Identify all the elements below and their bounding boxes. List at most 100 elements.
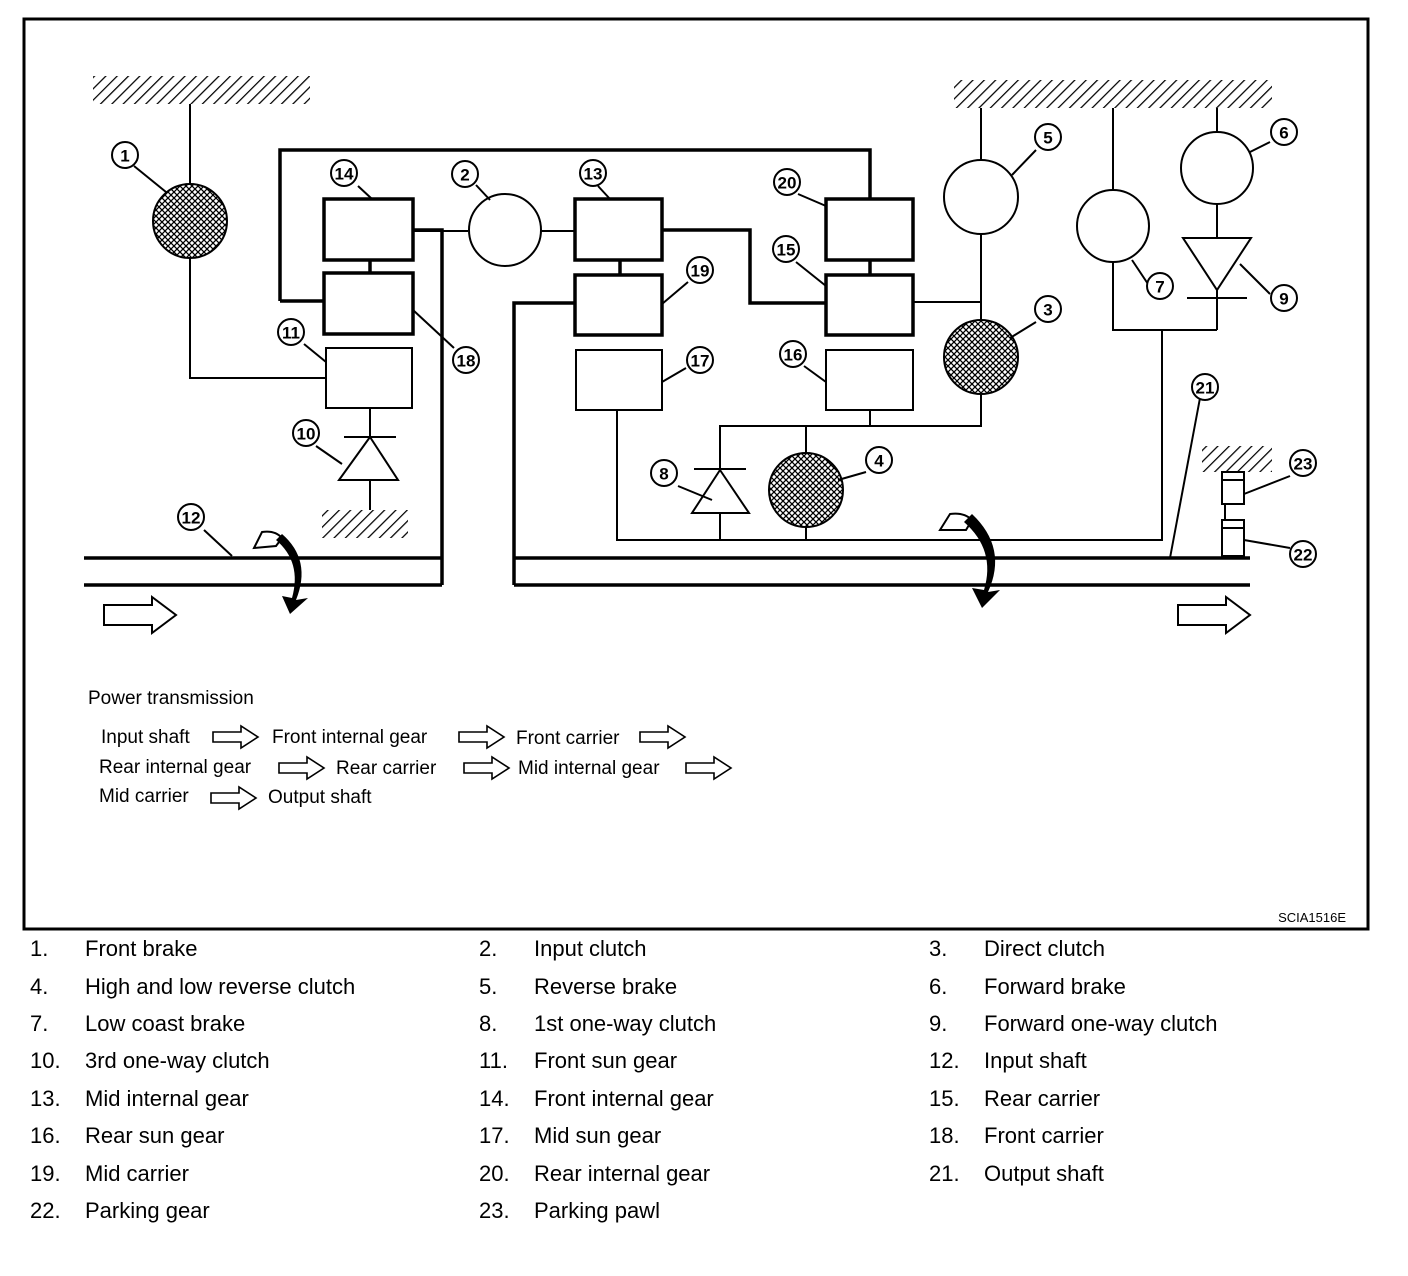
low-coast-brake-circle — [1076, 189, 1150, 263]
legend-label: Reverse brake — [534, 974, 678, 999]
legend-label: 3rd one-way clutch — [85, 1048, 270, 1073]
clutches — [152, 131, 1254, 528]
callout-7: 7 — [1155, 278, 1164, 297]
callout-18: 18 — [457, 352, 476, 371]
high-low-reverse-clutch-circle — [768, 452, 844, 528]
legend-label: Output shaft — [984, 1161, 1104, 1186]
one-way-clutches — [337, 237, 1253, 514]
rear-sun-gear-box — [825, 349, 914, 411]
legend-number: 18. — [929, 1123, 960, 1148]
pt-arrow-icon — [639, 724, 687, 750]
callout-16: 16 — [784, 346, 803, 365]
legend-number: 23. — [479, 1198, 510, 1223]
parking-gear-symbol — [1221, 519, 1245, 557]
legend-number: 2. — [479, 936, 498, 961]
output-flow-arrow — [1177, 595, 1252, 635]
rotation-arrow-output — [938, 512, 1000, 608]
callout-5: 5 — [1043, 129, 1052, 148]
legend-number: 17. — [479, 1123, 510, 1148]
legend-label: High and low reverse clutch — [85, 974, 356, 999]
callout-3: 3 — [1043, 301, 1052, 320]
legend-number: 13. — [30, 1086, 61, 1111]
mid-sun-gear-box — [575, 349, 663, 411]
legend-number: 3. — [929, 936, 948, 961]
legend-label: Forward one-way clutch — [984, 1011, 1218, 1036]
parking-pawl-symbol — [1221, 471, 1245, 505]
legend-label: Forward brake — [984, 974, 1126, 999]
callout-6: 6 — [1279, 124, 1288, 143]
legend-number: 20. — [479, 1161, 510, 1186]
pt-step: Front internal gear — [272, 727, 428, 748]
transmission-schematic: 1 2 3 4 5 6 7 8 9 10 11 12 13 14 15 16 1… — [22, 17, 1370, 931]
pt-arrow-icon — [458, 724, 506, 750]
legend-label: Front carrier — [984, 1123, 1104, 1148]
legend-number: 5. — [479, 974, 498, 999]
legend-label: Mid internal gear — [85, 1086, 249, 1111]
legend-number: 11. — [479, 1048, 508, 1073]
front-sun-gear-box — [325, 347, 413, 409]
pt-step: Mid carrier — [99, 786, 189, 807]
callout-1: 1 — [120, 147, 129, 166]
callout-15: 15 — [777, 241, 796, 260]
legend-number: 12. — [929, 1048, 960, 1073]
thick-connections — [84, 148, 1250, 587]
pt-arrow-icon — [212, 724, 260, 750]
front-carrier-box — [322, 271, 415, 336]
legend-number: 19. — [30, 1161, 61, 1186]
power-transmission-title: Power transmission — [88, 688, 254, 709]
legend-number: 15. — [929, 1086, 960, 1111]
pt-arrow-icon — [278, 755, 326, 781]
legend-number: 10. — [30, 1048, 61, 1073]
gear-boxes — [322, 197, 915, 337]
legend-label: Input shaft — [984, 1048, 1087, 1073]
callout-11: 11 — [282, 324, 300, 343]
callout-2: 2 — [460, 166, 469, 185]
callout-10: 10 — [297, 425, 316, 444]
legend-number: 4. — [30, 974, 49, 999]
pt-arrow-icon — [463, 755, 511, 781]
pt-step: Mid internal gear — [518, 758, 660, 779]
legend-number: 7. — [30, 1011, 49, 1036]
legend-number: 6. — [929, 974, 948, 999]
callout-12: 12 — [182, 509, 201, 528]
pt-arrow-icon — [210, 785, 258, 811]
legend-label: Mid carrier — [85, 1161, 189, 1186]
input-flow-arrow — [103, 595, 178, 635]
legend-number: 1. — [30, 936, 49, 961]
1st-one-way-clutch-symbol — [690, 468, 751, 514]
direct-clutch-circle — [943, 319, 1019, 395]
callout-14: 14 — [335, 165, 354, 184]
legend-label: 1st one-way clutch — [534, 1011, 717, 1036]
pt-step: Rear carrier — [336, 758, 437, 779]
legend-label: Front brake — [85, 936, 198, 961]
legend-label: Direct clutch — [984, 936, 1106, 961]
legend-label: Parking pawl — [534, 1198, 660, 1223]
callout-13: 13 — [584, 165, 603, 184]
ground-hatch-3rd — [322, 510, 408, 538]
front-internal-gear-box — [322, 197, 415, 262]
rotation-arrow-input — [252, 530, 308, 614]
diagram-code: SCIA1516E — [1278, 910, 1346, 925]
forward-one-way-clutch-symbol — [1181, 237, 1253, 292]
input-clutch-circle — [468, 193, 542, 267]
diagram-frame — [22, 17, 1370, 931]
mid-carrier-box — [573, 273, 664, 337]
callout-23: 23 — [1294, 455, 1313, 474]
parking-mechanism — [1221, 471, 1245, 557]
callout-4: 4 — [874, 452, 884, 471]
rear-carrier-box — [824, 273, 915, 337]
legend-label: Rear carrier — [984, 1086, 1101, 1111]
legend-label: Rear internal gear — [534, 1161, 711, 1186]
callout-20: 20 — [778, 174, 797, 193]
legend-number: 21. — [929, 1161, 960, 1186]
pt-step: Front carrier — [516, 728, 620, 749]
sun-gear-boxes — [325, 347, 914, 411]
pt-arrows — [210, 724, 733, 811]
callout-9: 9 — [1279, 290, 1288, 309]
front-brake-circle — [152, 183, 228, 259]
callout-21: 21 — [1196, 379, 1215, 398]
legend-label: Rear sun gear — [85, 1123, 225, 1148]
legend-number: 8. — [479, 1011, 498, 1036]
legend-label: Mid sun gear — [534, 1123, 662, 1148]
